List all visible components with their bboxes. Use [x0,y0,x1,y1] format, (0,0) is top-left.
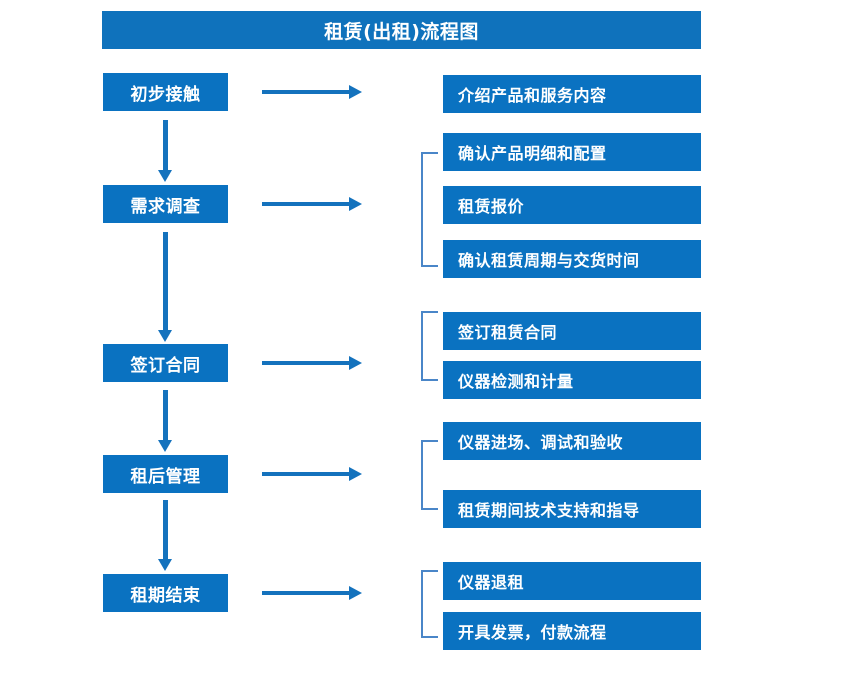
arrow-shaft [163,120,168,170]
arrow-shaft [262,90,350,94]
vertical-arrow-2 [158,232,172,342]
arrow-shaft [163,232,168,330]
detail-box-confirm-lease-period[interactable]: 确认租赁周期与交货时间 [443,240,701,278]
detail-box-confirm-product-details[interactable]: 确认产品明细和配置 [443,133,701,171]
bracket-group-lease-end [421,570,438,638]
detail-box-instrument-entry-commissioning[interactable]: 仪器进场、调试和验收 [443,422,701,460]
bracket-group-requirement-survey [421,152,438,267]
arrow-head [349,467,362,481]
arrow-head [349,85,362,99]
detail-box-instrument-return[interactable]: 仪器退租 [443,562,701,600]
arrow-head [158,170,172,182]
vertical-arrow-1 [158,120,172,182]
bracket-group-post-rental-management [421,440,438,510]
arrow-head [158,440,172,452]
diagram-title: 租赁(出租)流程图 [102,11,701,49]
detail-box-instrument-testing[interactable]: 仪器检测和计量 [443,361,701,399]
arrow-head [349,586,362,600]
arrow-shaft [163,390,168,440]
stage-box-sign-contract[interactable]: 签订合同 [103,344,228,382]
arrow-shaft [262,591,350,595]
stage-box-requirement-survey[interactable]: 需求调查 [103,185,228,223]
arrow-head [158,330,172,342]
horizontal-arrow-5 [262,586,362,600]
arrow-head [158,559,172,571]
vertical-arrow-4 [158,500,172,571]
arrow-shaft [262,361,350,365]
detail-box-technical-support[interactable]: 租赁期间技术支持和指导 [443,490,701,528]
stage-box-post-rental-management[interactable]: 租后管理 [103,455,228,493]
arrow-shaft [262,472,350,476]
horizontal-arrow-3 [262,356,362,370]
stage-box-lease-end[interactable]: 租期结束 [103,574,228,612]
arrow-shaft [163,500,168,559]
detail-box-invoice-payment[interactable]: 开具发票，付款流程 [443,612,701,650]
stage-box-initial-contact[interactable]: 初步接触 [103,73,228,111]
arrow-head [349,197,362,211]
vertical-arrow-3 [158,390,172,452]
bracket-group-sign-contract [421,311,438,381]
horizontal-arrow-4 [262,467,362,481]
arrow-shaft [262,202,350,206]
detail-box-sign-lease-contract[interactable]: 签订租赁合同 [443,312,701,350]
arrow-head [349,356,362,370]
detail-box-rental-quotation[interactable]: 租赁报价 [443,186,701,224]
horizontal-arrow-2 [262,197,362,211]
detail-box-introduce-products[interactable]: 介绍产品和服务内容 [443,75,701,113]
horizontal-arrow-1 [262,85,362,99]
